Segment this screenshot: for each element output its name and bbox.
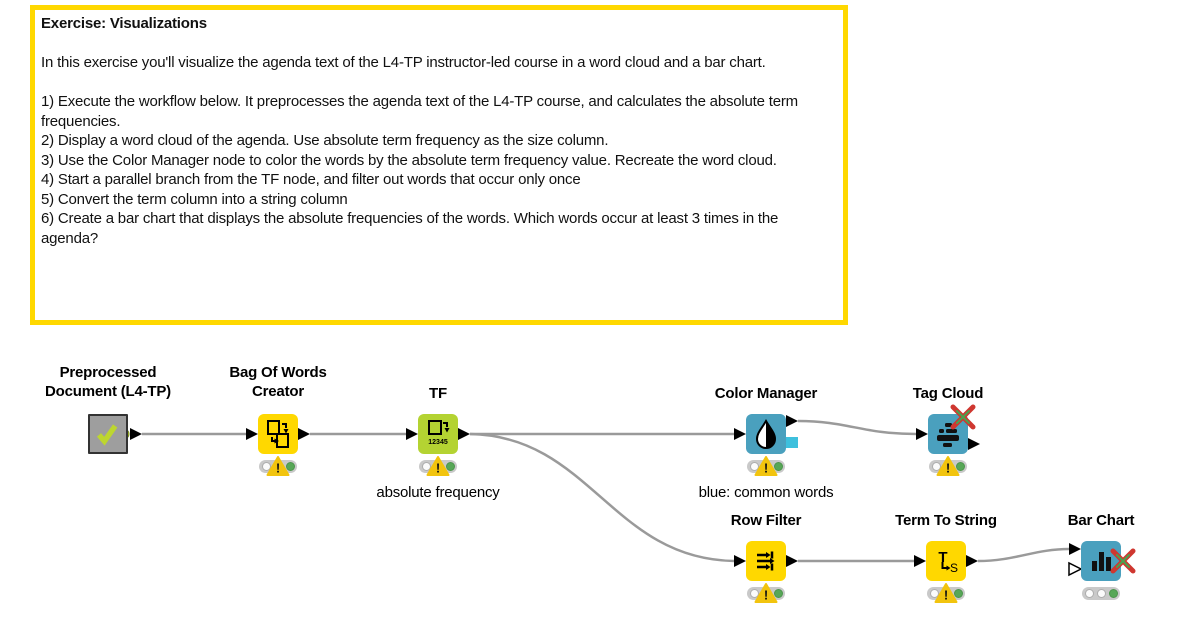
warning-icon: ! — [266, 456, 290, 476]
svg-text:T: T — [938, 549, 947, 566]
traffic-light-bar-chart — [1082, 587, 1120, 600]
light-red — [929, 589, 939, 598]
node-bar-chart[interactable] — [1081, 541, 1121, 581]
light-red — [749, 589, 759, 598]
wire-color-manager-to-tag-cloud[interactable] — [797, 419, 917, 436]
exercise-step: 3) Use the Color Manager node to color t… — [41, 151, 777, 169]
svg-text:!: ! — [946, 461, 950, 476]
color-droplet-icon — [755, 418, 777, 449]
color-model-port[interactable] — [786, 437, 798, 448]
light-green — [1108, 589, 1118, 598]
traffic-light-row-filter: ! — [747, 583, 785, 603]
optional-input-port[interactable] — [1068, 561, 1083, 577]
light-green — [953, 589, 963, 598]
node-label-bag-of-words: Bag Of Words Creator — [229, 364, 327, 400]
light-yellow — [1096, 589, 1106, 598]
wire-term-to-string-to-bar-chart[interactable] — [977, 547, 1070, 563]
annotation-title: Exercise: Visualizations — [41, 15, 207, 32]
light-red — [931, 462, 941, 471]
word-cloud-icon — [937, 423, 959, 447]
bar-chart-icon — [1092, 552, 1111, 571]
workflow-annotation[interactable]: Exercise: Visualizations In this exercis… — [30, 5, 848, 325]
traffic-light-term-to-string: ! — [927, 583, 965, 603]
light-green — [773, 589, 783, 598]
svg-text:!: ! — [944, 588, 948, 603]
light-red — [261, 462, 271, 471]
node-label-preprocessed: Preprocessed Document (L4-TP) — [45, 364, 171, 400]
warning-icon: ! — [934, 583, 958, 603]
node-label-tag-cloud: Tag Cloud — [912, 385, 984, 402]
svg-text:!: ! — [276, 461, 280, 476]
node-label-bar-chart: Bar Chart — [1067, 512, 1135, 529]
term-to-string-icon: T S — [938, 549, 958, 575]
node-label-term-to-string: Term To String — [895, 512, 997, 529]
input-port[interactable] — [914, 555, 926, 567]
node-comment-tf: absolute frequency — [376, 484, 500, 501]
light-red — [1084, 589, 1094, 598]
exercise-step: 4) Start a parallel branch from the TF n… — [41, 171, 581, 188]
light-green — [773, 462, 783, 471]
node-term-to-string[interactable]: T S — [926, 541, 966, 581]
node-preprocessed-document[interactable] — [88, 414, 128, 454]
node-label-tf: TF — [429, 385, 447, 402]
warning-icon: ! — [754, 456, 778, 476]
svg-text:!: ! — [764, 588, 768, 603]
node-color-manager[interactable] — [746, 414, 786, 454]
traffic-light-bag-of-words: ! — [259, 456, 297, 476]
traffic-light-color-manager: ! — [747, 456, 785, 476]
input-port[interactable] — [406, 428, 418, 440]
svg-text:S: S — [950, 561, 958, 575]
svg-text:!: ! — [764, 461, 768, 476]
light-red — [421, 462, 431, 471]
light-red — [749, 462, 759, 471]
light-green — [285, 462, 295, 471]
node-bag-of-words-creator[interactable] — [258, 414, 298, 454]
output-port[interactable] — [130, 428, 142, 440]
svg-text:12345: 12345 — [428, 439, 448, 446]
checkmark-icon — [96, 424, 118, 446]
wire-tf-to-row-filter[interactable] — [469, 432, 735, 563]
input-port[interactable] — [246, 428, 258, 440]
output-port[interactable] — [968, 438, 980, 450]
node-label-row-filter: Row Filter — [730, 512, 802, 529]
bag-of-words-icon — [267, 420, 289, 448]
output-port[interactable] — [298, 428, 310, 440]
exercise-step: 2) Display a word cloud of the agenda. U… — [41, 132, 609, 149]
light-green — [955, 462, 965, 471]
node-label-color-manager: Color Manager — [714, 385, 818, 402]
output-port[interactable] — [786, 415, 798, 427]
exercise-step: 1) Execute the workflow below. It prepro… — [41, 93, 798, 130]
input-port[interactable] — [734, 428, 746, 440]
output-port[interactable] — [786, 555, 798, 567]
traffic-light-tf: ! — [419, 456, 457, 476]
output-port[interactable] — [966, 555, 978, 567]
exercise-step: 6) Create a bar chart that displays the … — [41, 210, 779, 247]
row-filter-icon — [757, 551, 775, 571]
input-port[interactable] — [734, 555, 746, 567]
node-tf[interactable]: 12345 — [418, 414, 458, 454]
annotation-intro: In this exercise you'll visualize the ag… — [41, 54, 766, 71]
input-port[interactable] — [1069, 543, 1081, 555]
exercise-step: 5) Convert the term column into a string… — [41, 190, 348, 208]
warning-icon: ! — [426, 456, 450, 476]
term-frequency-icon: 12345 — [428, 420, 450, 446]
warning-icon: ! — [754, 583, 778, 603]
node-tag-cloud[interactable] — [928, 414, 968, 454]
output-port[interactable] — [458, 428, 470, 440]
node-comment-color-manager: blue: common words — [698, 484, 834, 501]
node-row-filter[interactable] — [746, 541, 786, 581]
traffic-light-tag-cloud: ! — [929, 456, 967, 476]
light-green — [445, 462, 455, 471]
input-port[interactable] — [916, 428, 928, 440]
svg-text:!: ! — [436, 461, 440, 476]
warning-icon: ! — [936, 456, 960, 476]
